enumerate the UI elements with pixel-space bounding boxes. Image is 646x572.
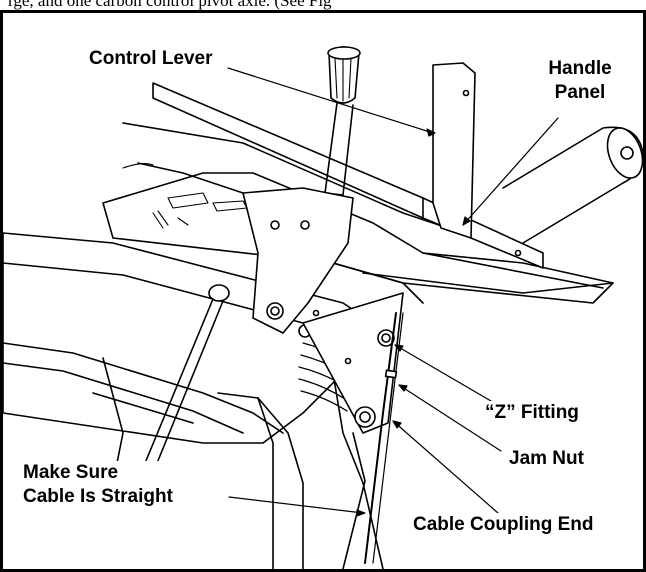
- cable-coupling-end-label: Cable Coupling End: [411, 513, 596, 537]
- handle-grip: [502, 126, 643, 244]
- housing-base: [3, 232, 384, 569]
- handle-panel-label-line-1: Handle: [548, 58, 612, 79]
- z-fitting-label: “Z” Fitting: [483, 401, 581, 425]
- left-rod: [142, 284, 230, 474]
- deck-details: [122, 162, 248, 229]
- callout-leaders: [227, 67, 559, 517]
- figure-frame: Control Lever Handle Panel “Z” Fitting J…: [0, 10, 646, 572]
- handle-panel-label: Handle Panel: [541, 57, 619, 105]
- upright-panel: [432, 62, 476, 239]
- right-bracket: [302, 292, 404, 434]
- handle-panel-label-line-2: Panel: [554, 82, 606, 103]
- cable-straight-label: Make Sure Cable Is Straight: [21, 461, 221, 509]
- control-lever-label: Control Lever: [87, 47, 215, 71]
- mechanical-drawing: [3, 46, 643, 569]
- left-bracket: [242, 187, 354, 338]
- cropped-caption-text: rge, and one carbon control pivot axle. …: [0, 0, 646, 14]
- cable-straight-label-line-2: Cable Is Straight: [23, 486, 173, 507]
- caption-text: rge, and one carbon control pivot axle. …: [8, 0, 332, 10]
- jam-nut-label: Jam Nut: [507, 447, 586, 471]
- cable-straight-label-line-1: Make Sure: [23, 462, 119, 483]
